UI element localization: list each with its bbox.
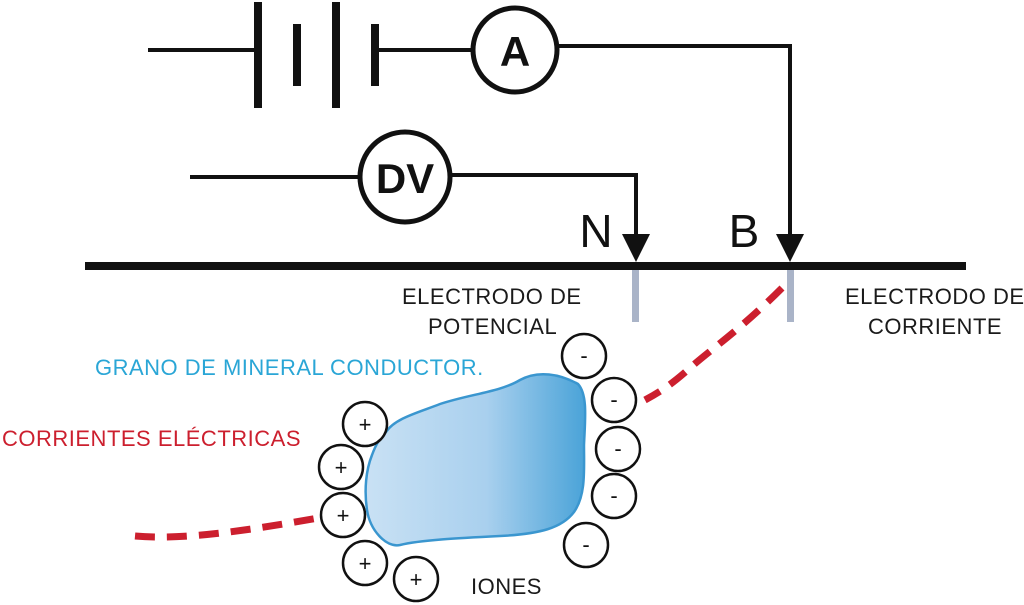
negative-ion: - — [560, 332, 608, 380]
negative-ion-sign: - — [610, 483, 617, 508]
negative-ion-sign: - — [610, 387, 617, 412]
positive-ion: + — [392, 555, 440, 603]
electrode-n-letter: N — [579, 205, 612, 257]
potential-electrode — [632, 270, 639, 322]
potential-electrode-label-1: ELECTRODO DE — [402, 284, 582, 309]
current-electrode — [787, 270, 794, 322]
negative-ion: - — [590, 376, 638, 424]
voltmeter-letter: DV — [376, 155, 434, 202]
arrow-b — [776, 234, 804, 262]
wire-voltmeter-to-n — [450, 173, 638, 238]
battery-icon — [148, 2, 379, 108]
grain-label: GRANO DE MINERAL CONDUCTOR. — [95, 355, 484, 380]
electrode-b-letter: B — [729, 205, 760, 257]
currents-label: CORRIENTES ELÉCTRICAS — [2, 426, 301, 451]
mineral-grain — [364, 372, 587, 547]
positive-ion-sign: + — [359, 551, 372, 576]
current-electrode-label-2: CORRIENTE — [868, 314, 1002, 339]
positive-ion: + — [341, 400, 389, 448]
current-electrode-label-1: ELECTRODO DE — [845, 284, 1024, 309]
ions-label: IONES — [471, 574, 542, 599]
negative-ion-sign: - — [580, 343, 587, 368]
arrow-n — [622, 234, 650, 262]
wire-ammeter-to-b — [557, 44, 792, 238]
current-path-left — [134, 514, 319, 541]
positive-ion: + — [317, 443, 365, 491]
negative-ion: - — [590, 472, 638, 520]
positive-ion-sign: + — [337, 503, 350, 528]
positive-ion-sign: + — [410, 567, 423, 592]
current-path-right — [643, 285, 785, 404]
positive-ion: + — [319, 491, 367, 539]
positive-ion-sign: + — [359, 412, 372, 437]
ammeter-icon: A — [470, 5, 560, 95]
ammeter-letter: A — [500, 28, 530, 75]
potential-electrode-label-2: POTENCIAL — [428, 314, 557, 339]
negative-ion-sign: - — [614, 436, 621, 461]
positive-ion: + — [341, 539, 389, 587]
positive-ion-sign: + — [335, 455, 348, 480]
voltmeter-icon: DV — [357, 129, 453, 225]
negative-ion: - — [562, 521, 610, 569]
negative-ion-sign: - — [582, 532, 589, 557]
negative-ion: - — [594, 425, 642, 473]
